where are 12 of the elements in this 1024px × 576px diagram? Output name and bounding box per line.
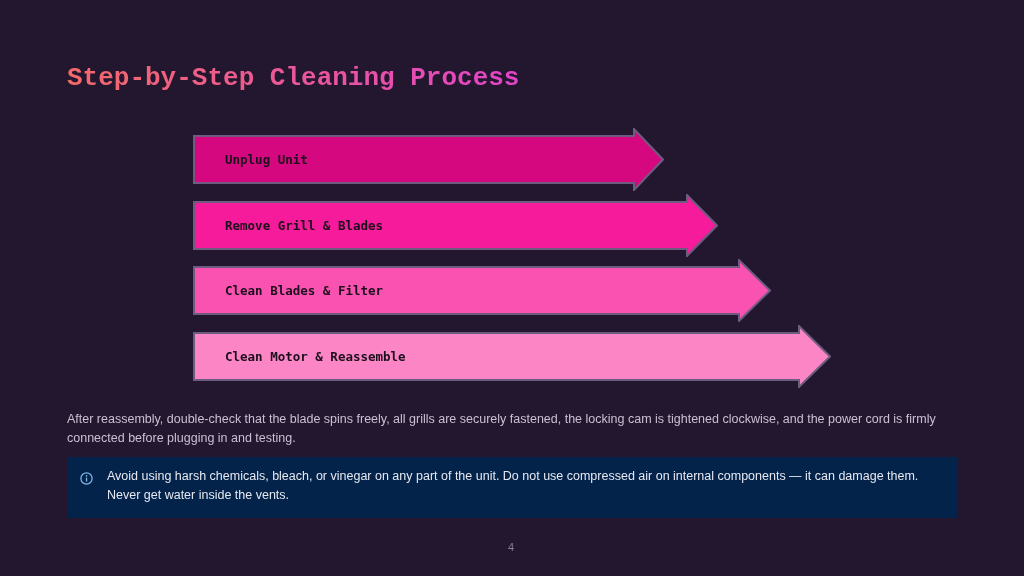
step-label: Remove Grill & Blades: [225, 217, 384, 234]
step-banner: [193, 325, 831, 388]
step-banner: [193, 128, 664, 191]
step-label: Clean Motor & Reassemble: [225, 348, 406, 365]
step-label: Unplug Unit: [225, 151, 308, 168]
step-label: Clean Blades & Filter: [225, 282, 384, 299]
page-number: 4: [508, 540, 515, 554]
step-banner: [193, 259, 771, 322]
note-text: Avoid using harsh chemicals, bleach, or vinegar on any part of the unit. Do not use compressed air on internal components — it can damage them. Never get water inside the vents.: [107, 468, 920, 504]
body-text: After reassembly, double-check that the blade spins freely, all grills are securely fastened, the locking cam is tightened clockwise, and the power cord is firmly connected before plugging in and testing.: [67, 411, 937, 447]
step-banner: [193, 194, 718, 257]
note-box: [67, 457, 957, 518]
